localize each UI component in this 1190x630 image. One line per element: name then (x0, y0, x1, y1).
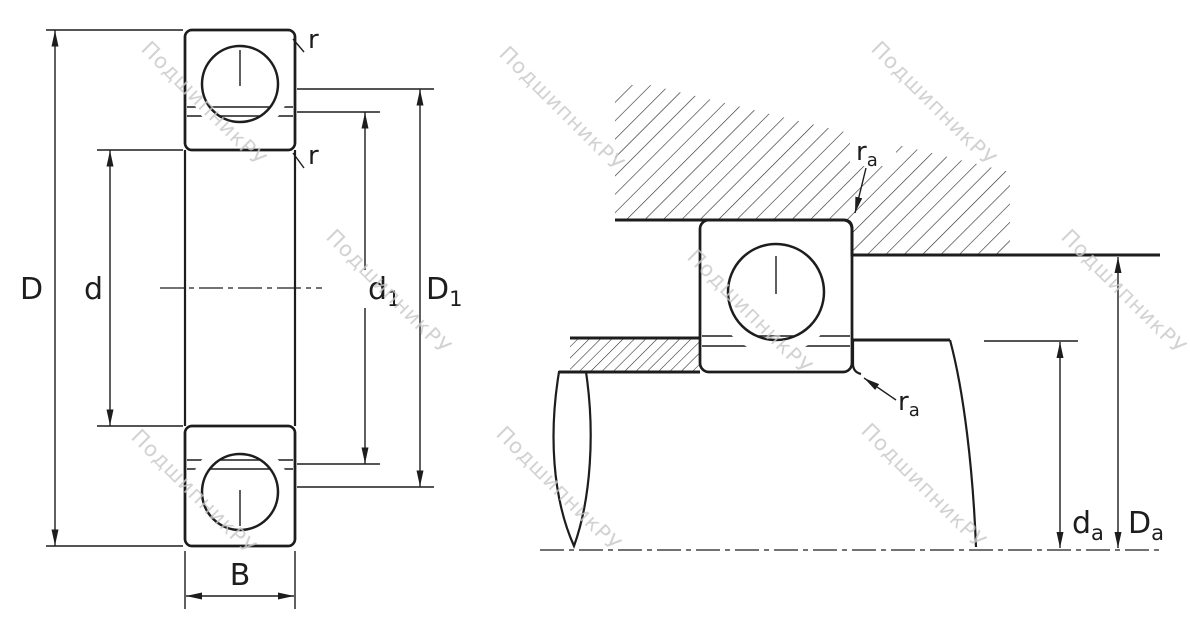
raceway-gap (190, 442, 290, 542)
da-base: d (1072, 506, 1091, 541)
dimension-D: D (20, 29, 183, 547)
extension-lines-B (184, 551, 296, 609)
extension-lines-D (46, 29, 183, 547)
d1-subscript: 1 (387, 287, 400, 311)
ring-separation-gap (187, 460, 293, 469)
fillet-radius-callout-top: r (292, 25, 319, 55)
mounted-bearing-section (698, 218, 854, 374)
shaft-contour-curve (948, 339, 978, 548)
ring-separation-gap (187, 107, 293, 116)
label-halo (364, 270, 406, 308)
label-halo (1124, 504, 1174, 542)
bearing-outline (698, 218, 854, 374)
dimension-label-ra-bottom: ra (898, 387, 920, 421)
ra-leader-arrow (854, 167, 867, 214)
extension-lines-D1 (297, 88, 434, 488)
ra-subscript: a (867, 150, 878, 171)
label-halo (1066, 504, 1110, 542)
watermark-text: ПодшипникРУ (1056, 225, 1190, 360)
watermark-text: ПодшипникРУ (682, 245, 817, 380)
dimension-da: da (984, 340, 1110, 548)
watermark-text: ПодшипникРУ (856, 419, 991, 554)
shaft-break-section (552, 370, 592, 549)
ball-top (200, 44, 280, 124)
dimension-label-r-bottom: r (308, 141, 319, 171)
D1-base: D (426, 272, 449, 307)
label-halo (421, 270, 469, 308)
housing-hatch (615, 85, 1010, 255)
bearing-bottom-section (183, 424, 297, 548)
bearing-top-section (183, 28, 297, 152)
ra-subscript: a (909, 400, 920, 421)
d1-base: d (368, 272, 387, 307)
raceway-gap (190, 34, 290, 134)
dimension-label-D: D (20, 272, 43, 307)
dimension-label-B: B (230, 558, 251, 593)
watermark-text: ПодшипникРУ (494, 42, 629, 177)
label-halo (890, 382, 936, 416)
top-section-outline (183, 28, 297, 152)
shaft-shoulder-hatch (570, 338, 700, 372)
dimension-label-d: d (84, 272, 103, 307)
da-subscript: a (1091, 521, 1104, 545)
dimension-B: B (184, 551, 296, 609)
dimension-label-d1: d1 (368, 272, 400, 311)
watermark-text: ПодшипникРУ (491, 422, 626, 557)
dimension-D1: D1 (297, 88, 469, 488)
ra-base: r (856, 137, 867, 167)
extension-lines-d (97, 149, 183, 427)
Da-base: D (1128, 506, 1151, 541)
dimension-label-r-top: r (308, 25, 319, 55)
left-view-bearing-section: D d d1 D1 B r (20, 25, 469, 609)
fillet-radius-callout-ra-bottom: ra (863, 377, 936, 421)
Da-subscript: a (1151, 521, 1164, 545)
dimension-label-da: da (1072, 506, 1104, 545)
ball-bottom (200, 452, 280, 532)
dimension-Da: Da (1114, 257, 1174, 548)
D1-subscript: 1 (449, 287, 462, 311)
dimension-label-ra-top: ra (856, 137, 878, 171)
dimension-d: d (84, 149, 183, 427)
extension-lines-d1 (297, 111, 380, 465)
shaft-fillet-corner (851, 340, 862, 376)
right-view-mounting: ra ra da Da (540, 85, 1174, 551)
dimension-label-Da: Da (1128, 506, 1164, 545)
label-halo (850, 132, 896, 166)
fillet-radius-callout-ra-top: ra (850, 132, 896, 214)
bottom-section-outline (183, 424, 297, 548)
ra-leader-arrow (863, 377, 897, 401)
dimension-d1: d1 (297, 111, 406, 465)
r-leader-line (292, 38, 305, 53)
dimension-label-D1: D1 (426, 272, 462, 311)
r-leader-line (292, 152, 305, 169)
ra-base: r (898, 387, 909, 417)
raceway-gap (714, 230, 838, 354)
fillet-radius-callout-bottom: r (292, 141, 319, 171)
ball-mounted (726, 242, 826, 342)
